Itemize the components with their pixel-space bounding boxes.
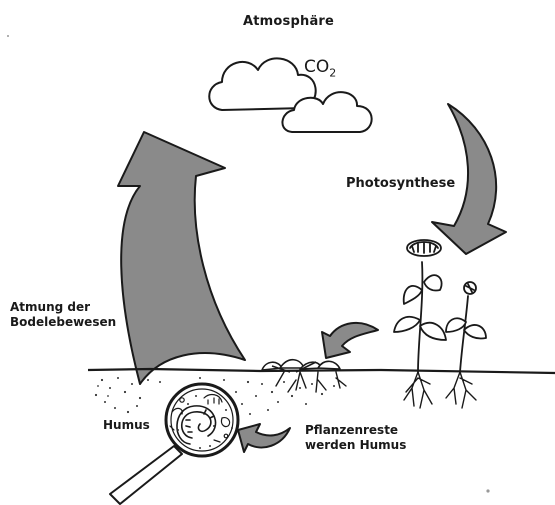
curved-arrow-icon	[322, 323, 378, 358]
root-icon	[276, 372, 346, 392]
curved-arrow-icon	[118, 132, 245, 384]
stray-dot	[486, 489, 489, 492]
curved-arrow-icon	[238, 424, 290, 452]
flower-icon	[394, 240, 446, 372]
respiration-label: Atmung der Bodelebewesen	[10, 300, 116, 330]
root-icon	[404, 372, 432, 408]
stray-dot	[7, 35, 9, 37]
root-icon	[446, 372, 476, 408]
co2-text: CO	[304, 57, 329, 77]
flower-icon	[446, 282, 486, 372]
co2-label: CO2	[304, 57, 336, 80]
co2-subscript: 2	[329, 66, 336, 79]
photosynthesis-label: Photosynthese	[346, 176, 455, 192]
ground-line	[88, 369, 555, 373]
humus-label: Humus	[103, 418, 150, 433]
atmosphere-label: Atmosphäre	[243, 14, 334, 30]
plant-residues-label: Pflanzenreste werden Humus	[305, 423, 406, 453]
